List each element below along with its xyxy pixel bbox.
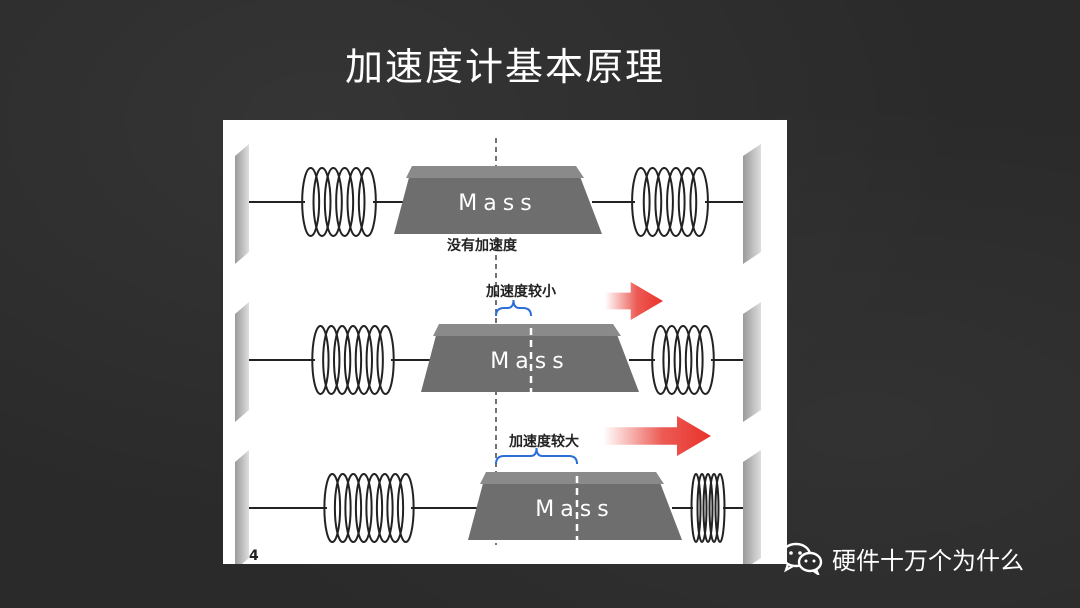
acceleration-arrow (603, 416, 711, 456)
right-spring (690, 473, 726, 543)
mass-block (394, 166, 602, 234)
left-wall (235, 144, 249, 264)
left-spring (323, 473, 415, 543)
displacement-brace (495, 299, 532, 317)
row-caption: 加速度较大 (508, 433, 579, 450)
row-caption: 加速度较小 (485, 283, 556, 300)
diagram-row-2: Mass 加速度较小 (235, 282, 761, 422)
diagram-row-3: Mass 加速度较大 (235, 416, 761, 564)
left-wall (235, 450, 249, 564)
mass-top-face (480, 472, 664, 484)
wechat-icon (780, 542, 823, 575)
right-wall (743, 144, 761, 264)
accelerometer-diagram: Mass 没有加速度 Mass 加速度较小 Mass 加速度较大 4 (223, 120, 787, 564)
acceleration-arrow (605, 282, 663, 320)
left-wall (235, 302, 249, 422)
left-spring (311, 325, 395, 395)
diagram-row-1: Mass 没有加速度 (235, 144, 761, 264)
left-spring (301, 167, 377, 237)
diagram-svg: Mass 没有加速度 Mass 加速度较小 Mass 加速度较大 4 (235, 138, 761, 564)
right-wall (743, 302, 761, 422)
mass-label: Mass (490, 349, 569, 374)
watermark-text: 硬件十万个为什么 (832, 546, 1024, 575)
right-spring (631, 167, 709, 237)
mass-top-face (406, 166, 584, 178)
mass-label: Mass (535, 497, 614, 522)
mass-label: Mass (458, 191, 537, 216)
slide-title: 加速度计基本原理 (344, 45, 665, 89)
right-spring (651, 325, 715, 395)
mass-block (468, 472, 682, 540)
mass-top-face (433, 324, 621, 336)
page-number: 4 (249, 548, 259, 564)
right-wall (743, 450, 761, 564)
row-caption: 没有加速度 (447, 237, 518, 254)
displacement-brace (495, 447, 578, 465)
watermark: 硬件十万个为什么 (780, 538, 1024, 578)
